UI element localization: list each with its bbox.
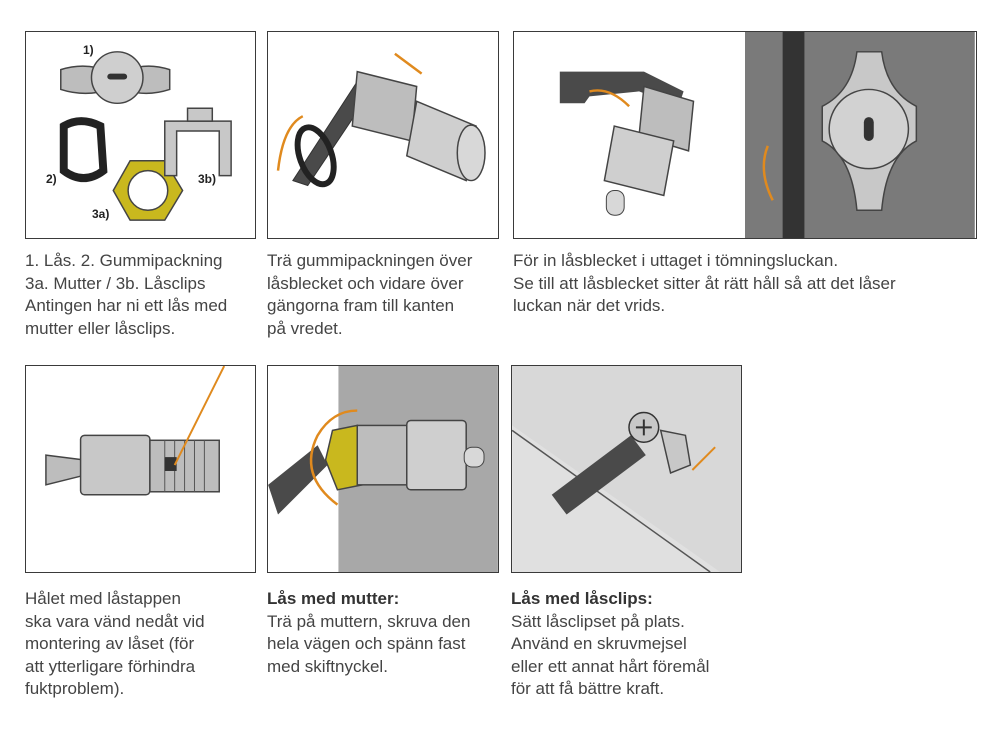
caption-line: hela vägen och spänn fast [267,634,466,653]
caption-parts: 1. Lås. 2. Gummipackning 3a. Mutter / 3b… [25,250,227,340]
insert-illustration [559,32,975,238]
caption-line: Trä på muttern, skruva den [267,611,471,631]
caption-line: eller ett annat hårt föremål [511,656,710,676]
gasket-illustration [276,52,486,188]
hole-illustration [45,366,226,496]
caption-line: ska vara vänd nedåt vid [25,611,205,631]
label-gasket: 2) [46,172,57,186]
caption-line: gängorna fram till kanten [267,296,455,315]
caption-insert: För in låsblecket i uttaget i tömningslu… [513,250,896,318]
caption-line: Använd en skruvmejsel [511,634,687,653]
label-nut: 3a) [92,207,110,221]
caption-line: luckan när det vrids. [513,296,666,315]
caption-line: Se till att låsblecket sitter åt rätt hå… [513,273,896,293]
panel-parts: 1) 2) 3a) 3b) [25,31,256,239]
nut-illustration [268,366,498,572]
caption-title: Lås med låsclips: [511,589,653,608]
caption-line: på vredet. [267,318,343,338]
caption-line: att ytterligare förhindra [25,656,196,676]
label-lock: 1) [83,43,94,57]
panel-gasket [267,31,499,239]
panel-insert [513,31,977,239]
caption-hole: Hålet med låstappen ska vara vänd nedåt … [25,588,205,701]
label-clip: 3b) [198,172,216,186]
clip-illustration [512,366,741,572]
caption-line: låsblecket och vidare över [267,273,464,293]
caption-gasket: Trä gummipackningen över låsblecket och … [267,250,472,340]
caption-line: montering av låset (för [25,634,195,653]
caption-line: Antingen har ni ett lås med [25,296,228,315]
caption-nut: Lås med mutter: Trä på muttern, skruva d… [267,588,470,678]
caption-title: Lås med mutter: [267,589,400,608]
caption-line: mutter eller låsclips. [25,318,176,338]
caption-line: För in låsblecket i uttaget i tömningslu… [513,251,839,270]
panel-nut [267,365,499,573]
caption-line: Sätt låsclipset på plats. [511,611,685,631]
panel-clip [511,365,742,573]
caption-line: för att få bättre kraft. [511,679,665,698]
caption-clip: Lås med låsclips: Sätt låsclipset på pla… [511,588,709,701]
caption-line: 1. Lås. 2. Gummipackning [25,251,223,270]
caption-line: 3a. Mutter / 3b. Låsclips [25,273,206,293]
parts-illustration [59,51,232,221]
caption-line: fuktproblem). [25,679,125,698]
caption-line: Trä gummipackningen över [267,251,473,270]
caption-line: Hålet med låstappen [25,589,181,608]
caption-line: med skiftnyckel. [267,656,388,676]
panel-hole [25,365,256,573]
